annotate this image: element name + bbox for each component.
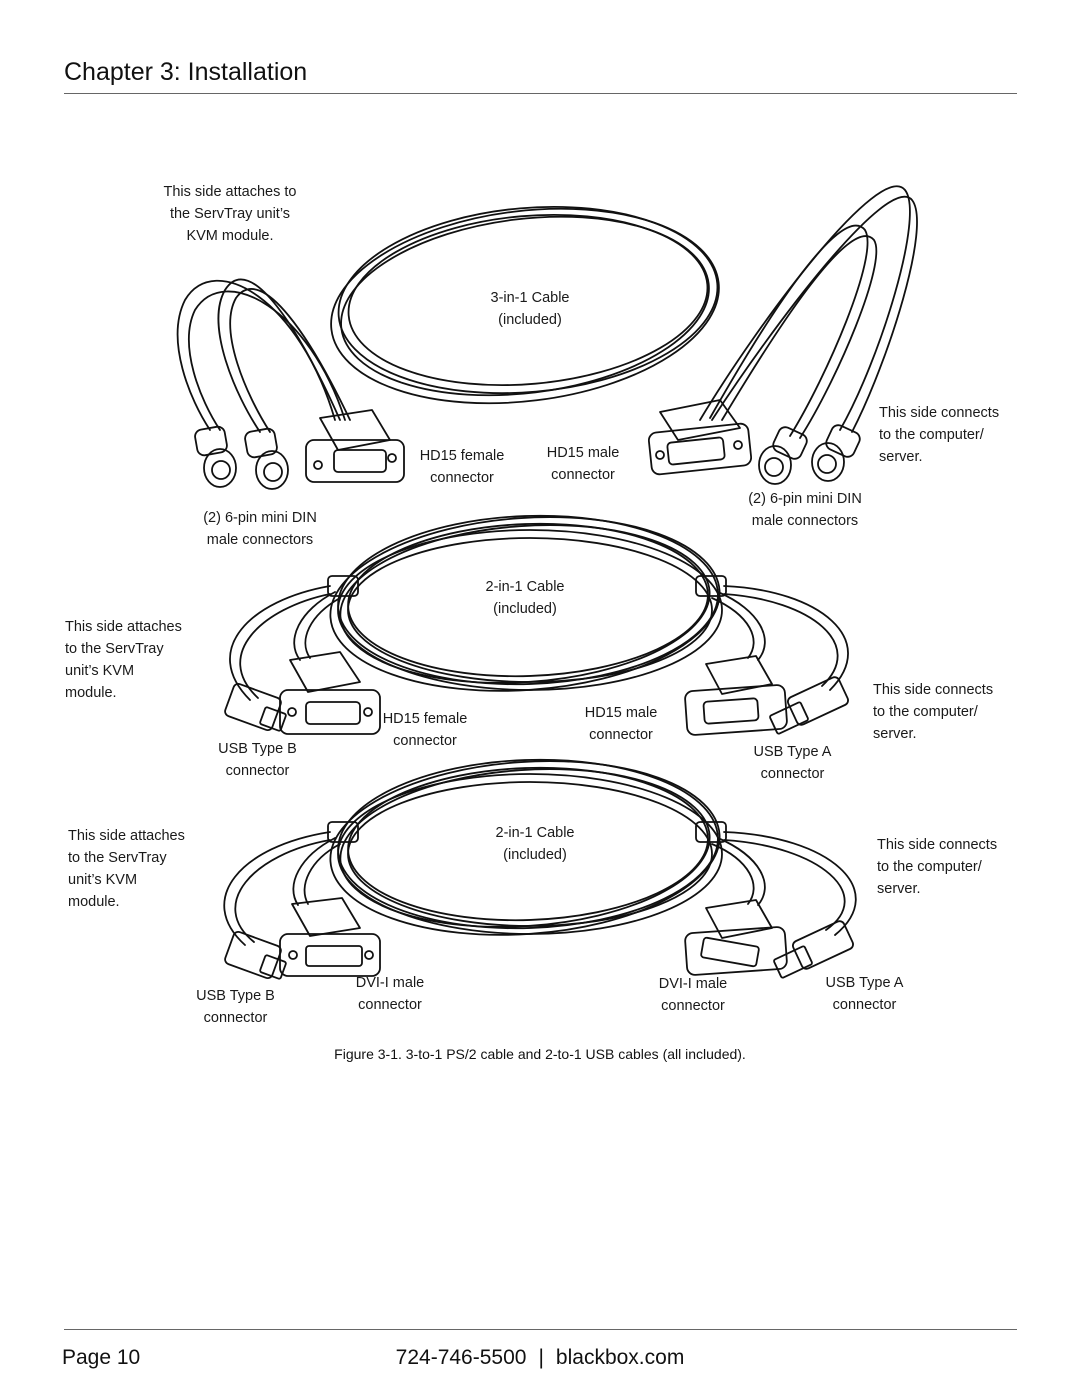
cable3-left-side-note: This side attaches to the ServTray unit’… [68,828,185,910]
phone-number: 724-746-5500 [395,1346,527,1369]
cable3-name: 2-in-1 Cable (included) [495,825,575,863]
cable3-right-video-label: DVI-I male connector [658,976,728,1014]
cable2-left-usb-label: USB Type B connector [218,741,297,779]
ps2-connector-right-a [758,426,808,485]
cable3-right-usb-label: USB Type A connector [825,975,904,1013]
cable1-left-side-note: This side attaches to the ServTray unit’… [163,184,297,244]
cable2-left-video-label: HD15 female connector [382,711,468,749]
ps2-connector-left-b [244,427,289,490]
footer-contact: 724-746-5500 | blackbox.com [0,1346,1080,1370]
ps2-connector-left-a [194,425,237,488]
cable1-name: 3-in-1 Cable (included) [490,290,570,328]
cable2-left-side-note: This side attaches to the ServTray unit’… [65,619,182,701]
cable1-right-video-label: HD15 male connector [546,445,620,483]
usb-type-b-connector-left-2 [224,930,287,980]
ps2-connector-right-b [811,424,861,482]
cable2-right-side-note: This side connects to the computer/ serv… [873,682,994,742]
cable2-name: 2-in-1 Cable (included) [485,579,565,617]
usb-type-a-connector-right-2 [773,920,854,979]
cable1-right-side-note: This side connects to the computer/ serv… [879,405,1000,465]
cable2-right-video-label: HD15 male connector [584,705,658,743]
cable3-left-usb-label: USB Type B connector [196,988,275,1026]
cable1-right-ps2-label: (2) 6-pin mini DIN male connectors [748,491,862,529]
hd15-female-connector-left-2 [279,651,381,735]
hd15-male-connector-right-2 [684,655,788,736]
cable-3-in-1-drawing [176,185,918,490]
cable3-right-side-note: This side connects to the computer/ serv… [877,837,998,897]
cable2-right-usb-label: USB Type A connector [753,744,832,782]
cable1-left-video-label: HD15 female connector [419,448,505,486]
figure-caption: Figure 3-1. 3-to-1 PS/2 cable and 2-to-1… [334,1046,746,1062]
dvi-male-connector-left [279,897,381,977]
hd15-male-connector-right [647,399,753,476]
cable3-left-video-label: DVI-I male connector [355,975,425,1013]
website-link[interactable]: blackbox.com [555,1346,685,1369]
usb-type-a-connector-right [769,676,849,735]
page-number: Page 10 [62,1346,141,1369]
footer-separator: | [538,1346,544,1369]
cable-2-in-1-usb-dvi-drawing [223,758,857,980]
usb-type-b-connector-left [224,682,287,732]
dvi-male-connector-right [684,899,788,976]
cable1-left-ps2-label: (2) 6-pin mini DIN male connectors [203,510,317,548]
hd15-female-connector-left [305,409,405,483]
chapter-title: Chapter 3: Installation [64,58,308,86]
cable-2-in-1-usb-hd15-drawing [224,514,849,736]
footer-rule [64,1329,1017,1330]
header-rule [64,93,1017,94]
